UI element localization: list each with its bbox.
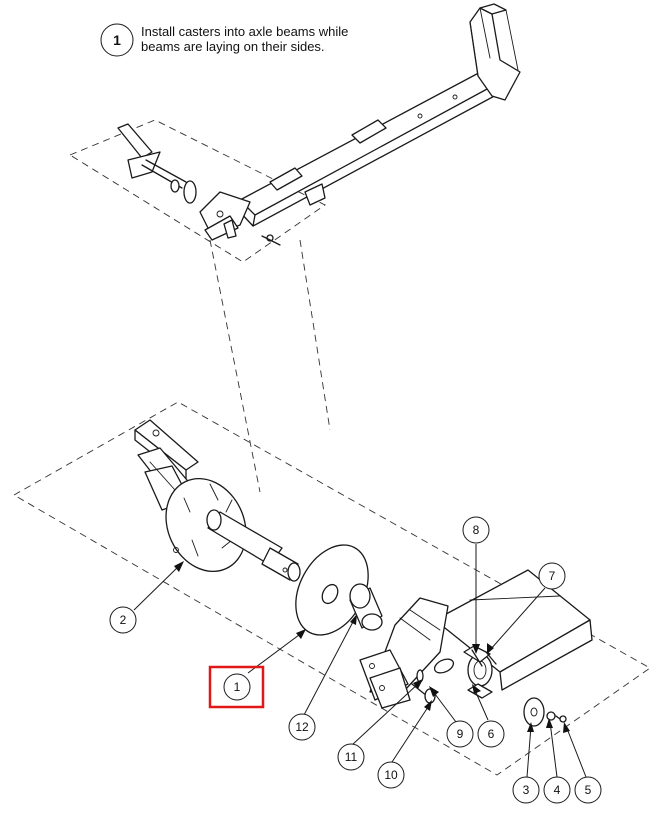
balloon-11: 11 xyxy=(337,743,365,771)
balloon-label-2: 2 xyxy=(120,613,127,627)
axle-beam-end xyxy=(359,569,593,709)
balloon-label-1: 1 xyxy=(234,680,241,694)
balloon-12: 12 xyxy=(288,713,316,741)
balloon-label-8: 8 xyxy=(473,523,480,537)
step-instruction-line1: Install casters into axle beams while xyxy=(141,24,348,39)
balloon-1: 1 xyxy=(223,673,251,701)
balloon-9: 9 xyxy=(446,720,474,748)
balloon-label-5: 5 xyxy=(585,783,592,797)
balloon-label-11: 11 xyxy=(345,750,358,764)
balloon-4: 4 xyxy=(543,776,571,804)
step-header: 1 Install casters into axle beams while … xyxy=(100,23,348,57)
highlight-box xyxy=(208,665,265,709)
balloon-label-3: 3 xyxy=(523,783,530,797)
balloon-8: 8 xyxy=(462,516,490,544)
overview-assembly xyxy=(69,3,521,493)
caster-flange-part xyxy=(134,419,301,582)
balloon-label-12: 12 xyxy=(295,720,309,734)
balloon-label-6: 6 xyxy=(488,727,495,741)
washer-part xyxy=(295,544,369,636)
balloon-5: 5 xyxy=(574,776,602,804)
hardware-3-4-5 xyxy=(523,697,567,727)
balloon-6: 6 xyxy=(477,720,505,748)
bushing-part xyxy=(349,583,383,631)
step-number: 1 xyxy=(113,32,121,48)
caster-hub-overview xyxy=(117,123,281,246)
detail-boundary xyxy=(13,401,651,776)
balloon-10: 10 xyxy=(377,761,405,789)
balloon-7: 7 xyxy=(538,562,566,590)
balloon-label-9: 9 xyxy=(457,727,464,741)
balloon-label-10: 10 xyxy=(384,768,398,782)
balloon-leaders xyxy=(133,544,587,778)
detail-leader-left xyxy=(209,239,261,493)
balloon-2: 2 xyxy=(109,606,137,634)
axle-beam-overview xyxy=(237,3,521,227)
step-instruction-line2: beams are laying on their sides. xyxy=(141,39,325,54)
step-number-circle xyxy=(100,23,134,57)
balloon-label-4: 4 xyxy=(554,783,561,797)
detail-leader-right xyxy=(299,239,331,431)
balloon-3: 3 xyxy=(512,776,540,804)
detail-assembly xyxy=(13,401,651,776)
balloon-label-7: 7 xyxy=(549,569,556,583)
